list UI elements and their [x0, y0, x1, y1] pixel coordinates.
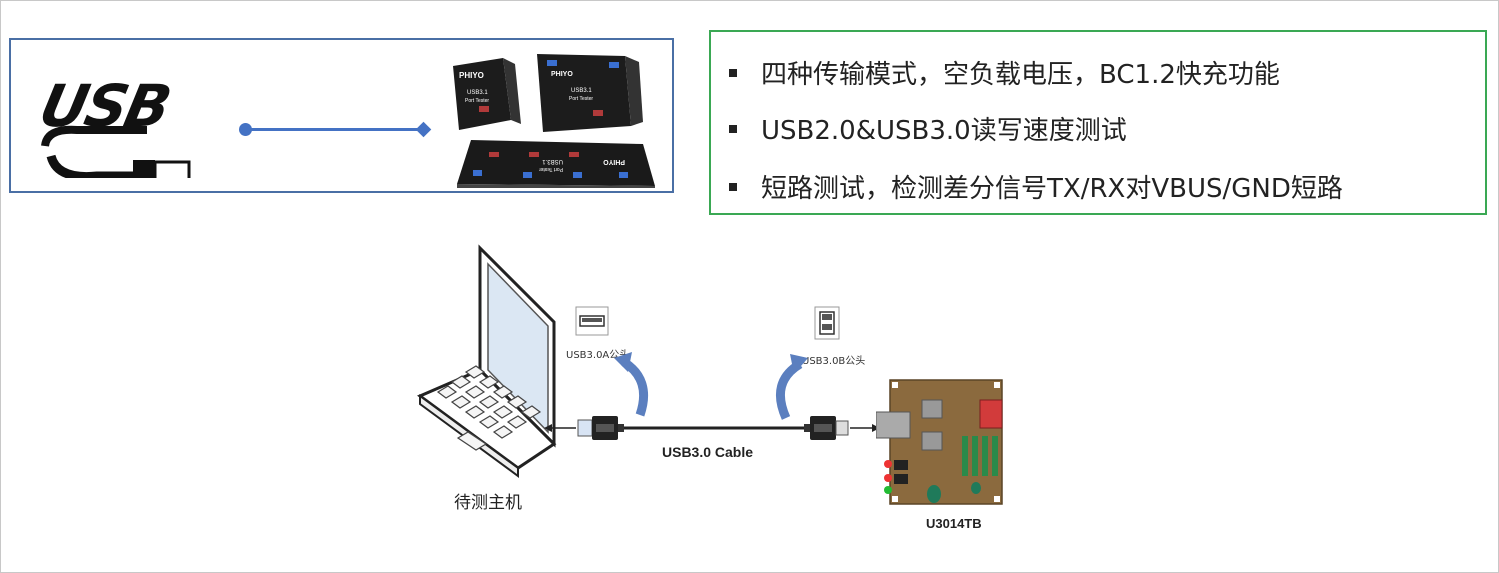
connection-diagram: 待测主机 USB3.0A公头 USB3.0B公头: [400, 238, 1040, 558]
usb-plug-icon: [41, 125, 191, 178]
device-unit-subtitle-right: Port Tester: [569, 96, 593, 102]
feature-item: USB2.0&USB3.0读写速度测试: [729, 110, 1127, 147]
usb-a-port-icon: [575, 306, 609, 336]
port-tester-photo: PHIYO USB3.1 Port Tester PHIYO USB3.1 Po…: [453, 54, 655, 188]
device-brand-text-bottom: PHIYO: [603, 158, 625, 165]
curved-arrow-a: [614, 352, 649, 417]
usb-banner: USB PHIYO USB3.1 Port Tester PHIYO USB3.…: [9, 38, 674, 193]
board-label: U3014TB: [926, 516, 982, 531]
feature-text: USB2.0&USB3.0读写速度测试: [761, 116, 1127, 146]
bullet-icon: [729, 182, 737, 191]
curved-arrow-b: [775, 354, 808, 420]
device-unit-title-left: USB3.1: [467, 90, 488, 96]
usb-cable: [544, 416, 880, 440]
feature-item: 短路测试，检测差分信号TX/RX对VBUS/GND短路: [729, 168, 1343, 205]
feature-text: 四种传输模式，空负载电压，BC1.2快充功能: [761, 60, 1280, 90]
circuit-board-icon: [876, 379, 1003, 505]
device-brand-text: PHIYO: [459, 71, 484, 80]
laptop-icon: [417, 244, 557, 478]
host-label: 待测主机: [454, 493, 522, 513]
usb-b-port-icon: [814, 306, 840, 340]
usb-logo: USB: [34, 68, 237, 178]
device-unit-subtitle-left: Port Tester: [465, 98, 489, 104]
features-box: 四种传输模式，空负载电压，BC1.2快充功能 USB2.0&USB3.0读写速度…: [709, 30, 1487, 215]
connector-line: [243, 128, 423, 131]
connector-a-label: USB3.0A公头: [566, 350, 630, 361]
feature-item: 四种传输模式，空负载电压，BC1.2快充功能: [729, 54, 1280, 91]
connector-end-diamond: [415, 121, 432, 138]
cable-label: USB3.0 Cable: [662, 444, 754, 460]
device-brand-text-right: PHIYO: [551, 71, 573, 78]
feature-text: 短路测试，检测差分信号TX/RX对VBUS/GND短路: [761, 174, 1343, 204]
connector-b-label: USB3.0B公头: [802, 356, 866, 367]
device-unit-title-bottom: USB3.1: [542, 158, 563, 164]
bullet-icon: [729, 124, 737, 133]
bullet-icon: [729, 68, 737, 77]
device-unit-title-right: USB3.1: [571, 88, 592, 94]
device-unit-subtitle-bottom: Port Tester: [539, 166, 563, 172]
